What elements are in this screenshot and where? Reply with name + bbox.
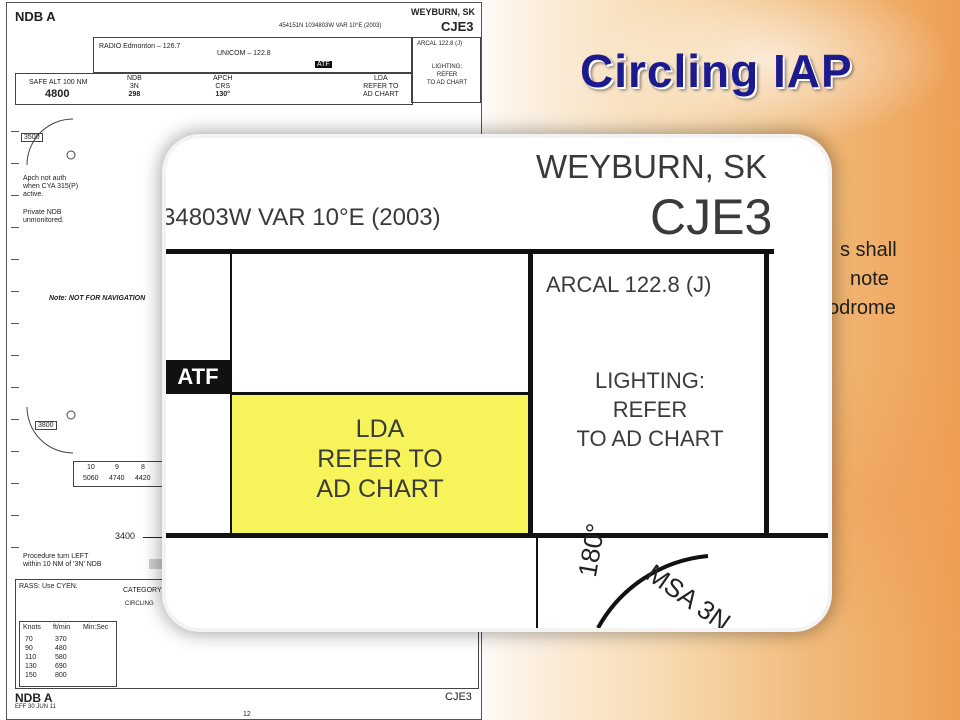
chart-not-for-nav: Note: NOT FOR NAVIGATION xyxy=(49,295,146,302)
chart-unicom: UNICOM – 122.8 xyxy=(217,50,271,57)
chart-footer-eff: EFF 30 JUN 11 xyxy=(15,704,56,710)
chart-radio: RADIO Edmonton – 126.7 xyxy=(99,43,181,50)
zoom-line xyxy=(166,533,828,538)
profile-bar xyxy=(149,559,173,569)
chart-footer-left: NDB A xyxy=(15,691,53,705)
zoom-coords: 34803W VAR 10°E (2003) xyxy=(166,204,441,231)
zoom-line xyxy=(230,392,528,397)
table-header: ft/min xyxy=(53,624,71,631)
zoom-line xyxy=(764,249,769,538)
chart-msa-value: 3500 xyxy=(21,133,43,142)
zoom-location: WEYBURN, SK xyxy=(536,148,768,185)
lda-highlight xyxy=(232,395,528,533)
comms-box xyxy=(93,37,413,73)
dist-header: 9 xyxy=(115,464,119,471)
info-row xyxy=(15,73,413,105)
dist-value: 5060 xyxy=(83,475,99,482)
chart-header-location: WEYBURN, SK xyxy=(411,7,476,17)
chart-safe-alt-value: 4800 xyxy=(45,88,70,100)
slide-title: Circling IAP xyxy=(580,45,853,97)
descent-table xyxy=(19,621,117,687)
dist-value: 4420 xyxy=(135,475,151,482)
profile-line xyxy=(143,537,173,538)
zoom-arcal: ARCAL 122.8 (J) xyxy=(546,272,712,297)
chart-header-left: NDB A xyxy=(15,9,56,24)
chart-page-number: 12 xyxy=(243,711,251,718)
chart-arcal: ARCAL 122.8 (J) xyxy=(417,41,463,47)
chart-header-coords: 454151N 1034803W VAR 10°E (2003) xyxy=(279,23,382,29)
zoom-line xyxy=(528,254,533,538)
dist-header: 10 xyxy=(87,464,95,471)
chart-msa2-value: 3800 xyxy=(35,421,57,430)
zoom-line xyxy=(536,538,538,628)
zoomed-chart-card: WEYBURN, SK CJE3 34803W VAR 10°E (2003) … xyxy=(166,138,828,628)
chart-category: CATEGORY xyxy=(123,587,162,594)
dist-value: 4740 xyxy=(109,475,125,482)
chart-atf: ATF xyxy=(315,61,332,68)
body-line: note xyxy=(850,268,889,290)
zoom-id: CJE3 xyxy=(650,189,773,245)
chart-rass: RASS: Use CYEN. xyxy=(19,583,78,590)
msa-circle-top xyxy=(26,118,76,166)
msa-circle-bottom xyxy=(26,406,76,454)
chart-alt-3400: 3400 xyxy=(115,531,136,541)
chart-circling: CIRCLING xyxy=(125,601,154,607)
chart-header-id: CJE3 xyxy=(441,19,474,34)
table-header: Knots xyxy=(23,624,41,631)
zoom-line xyxy=(166,249,774,254)
chart-footer-id: CJE3 xyxy=(445,691,472,703)
slide-body-text: s shall note odrome xyxy=(800,236,950,323)
msa-arc xyxy=(596,554,709,628)
body-line: s shall xyxy=(840,239,897,261)
chart-safe-alt-label: SAFE ALT 100 NM xyxy=(29,79,88,86)
table-header: Min:Sec xyxy=(83,624,109,631)
dist-header: 8 xyxy=(141,464,145,471)
arcal-box xyxy=(411,37,481,103)
zoom-atf: ATF xyxy=(166,360,230,394)
body-line: odrome xyxy=(828,297,896,319)
